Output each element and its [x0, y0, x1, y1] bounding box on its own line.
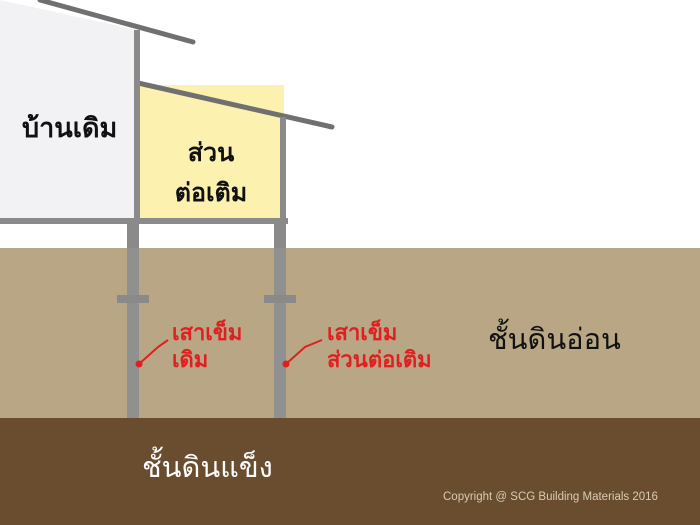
old-pile-cap [117, 295, 149, 303]
extension-pile-cap [264, 295, 296, 303]
extension-label-line2: ต่อเติม [174, 178, 248, 207]
extension-pile-label-line2: ส่วนต่อเติม [327, 348, 432, 373]
floor-beam [0, 218, 288, 224]
extension-pile-label: เสาเข็ม ส่วนต่อเติม [327, 320, 432, 374]
old-column [127, 224, 139, 248]
extension-label-line1: ส่วน [187, 138, 235, 167]
extension-wall [138, 85, 284, 220]
old-pile-callout-dot [135, 360, 143, 368]
old-house-wall [0, 0, 138, 220]
extension-column [274, 224, 286, 248]
old-pile [127, 248, 139, 418]
old-house-roof [37, 0, 196, 45]
old-pile-label-line2: เดิม [172, 348, 209, 373]
extension-pile-label-line1: เสาเข็ม [327, 321, 398, 346]
soft-soil-label: ชั้นดินอ่อน [488, 322, 621, 356]
old-house-label: บ้านเดิม [22, 113, 118, 144]
soft-soil-layer [0, 248, 700, 418]
extension-roof [135, 80, 335, 130]
old-pile-label: เสาเข็ม เดิม [172, 320, 242, 374]
old-pile-callout-line [138, 339, 169, 365]
extension-label: ส่วน ต่อเติม [148, 133, 274, 213]
hard-soil-layer [0, 418, 700, 525]
copyright-text: Copyright @ SCG Building Materials 2016 [443, 491, 658, 503]
extension-corner-post [280, 117, 286, 220]
old-pile-label-line1: เสาเข็ม [172, 321, 243, 346]
extension-pile [274, 248, 286, 418]
extension-pile-callout-dot [282, 360, 290, 368]
extension-pile-callout-line [285, 339, 323, 365]
hard-soil-label: ชั้นดินแข็ง [142, 450, 273, 484]
old-house-corner-post [134, 30, 140, 220]
